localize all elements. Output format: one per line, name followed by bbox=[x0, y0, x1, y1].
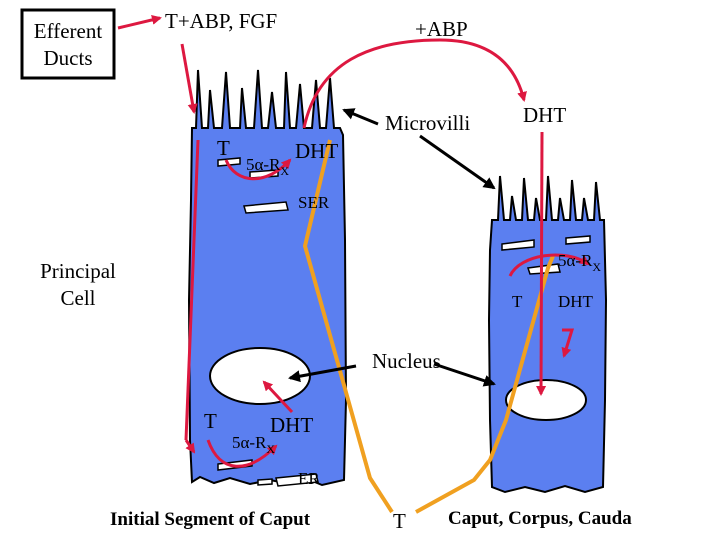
ser-sliver-top-left bbox=[217, 157, 241, 167]
arrow-nucleus-right bbox=[433, 362, 496, 387]
nucleus-right bbox=[505, 379, 587, 421]
arrow-dht-down-right bbox=[561, 328, 575, 358]
arrow-left-vertical bbox=[184, 139, 200, 441]
nucleus-left bbox=[209, 347, 311, 405]
label-dht-top: DHT bbox=[295, 139, 338, 163]
efferent-ducts-box: Efferent Ducts bbox=[20, 8, 116, 80]
principal-cell-caput-corpus-cauda bbox=[487, 175, 608, 494]
label-5a-rx-right: 5α-RX bbox=[558, 251, 601, 274]
label-dht-right: DHT bbox=[558, 292, 594, 311]
orange-arrow-right bbox=[415, 255, 555, 514]
label-principal-line1: Principal bbox=[40, 259, 116, 283]
ser-sliver-left bbox=[243, 201, 289, 214]
label-5a-rx-top-main: 5α-R bbox=[246, 155, 281, 174]
label-5a-rx-right-sub: X bbox=[592, 260, 601, 274]
label-principal-line2: Cell bbox=[61, 286, 96, 310]
label-nucleus: Nucleus bbox=[372, 349, 441, 373]
arrow-microvilli-right bbox=[419, 134, 496, 190]
arrow-tabp-in bbox=[180, 43, 198, 114]
label-initial-segment: Initial Segment of Caput bbox=[110, 509, 311, 530]
efferent-label-line2: Ducts bbox=[44, 46, 93, 70]
arrow-microvilli-left bbox=[342, 108, 379, 126]
arrow-efferent-to-label bbox=[117, 14, 162, 30]
label-ser: SER bbox=[298, 193, 330, 212]
black-pointers bbox=[288, 108, 496, 387]
arrow-conversion-right bbox=[508, 253, 590, 277]
arrow-right-vertical bbox=[536, 131, 547, 396]
label-t-caption: T bbox=[393, 509, 406, 533]
orange-pathways bbox=[302, 139, 555, 514]
label-dht-bottom: DHT bbox=[270, 413, 313, 437]
label-dht-top-right: DHT bbox=[523, 103, 566, 127]
er-sliver-2 bbox=[275, 473, 319, 487]
ser-sliver-right-1 bbox=[501, 239, 535, 251]
efferent-box-frame bbox=[20, 8, 116, 80]
label-5a-rx-top: 5α-RX bbox=[246, 155, 289, 178]
label-5a-rx-top-sub: X bbox=[280, 164, 289, 178]
ser-sliver-right-2 bbox=[565, 235, 591, 245]
efferent-label-line1: Efferent bbox=[34, 19, 103, 43]
arrow-nucleus-left bbox=[288, 364, 357, 383]
arrow-left-vertical-tail bbox=[184, 439, 196, 454]
label-t-top: T bbox=[217, 136, 230, 160]
er-sliver-3 bbox=[257, 478, 273, 486]
label-5a-rx-bottom: 5α-RX bbox=[232, 433, 275, 456]
label-5a-rx-bottom-sub: X bbox=[266, 442, 275, 456]
label-er: ER bbox=[298, 469, 320, 488]
label-microvilli: Microvilli bbox=[385, 111, 470, 135]
red-pathways bbox=[117, 14, 590, 468]
label-abp: +ABP bbox=[415, 17, 468, 41]
arrow-conversion-bottom bbox=[206, 439, 278, 468]
text-labels: T+ABP, FGF +ABP Microvilli DHT T 5α-RX D… bbox=[40, 9, 632, 533]
label-t-abp-fgf: T+ABP, FGF bbox=[165, 9, 277, 33]
orange-arrow-left bbox=[302, 139, 394, 514]
label-5a-rx-right-main: 5α-R bbox=[558, 251, 593, 270]
label-t-bottom: T bbox=[204, 409, 217, 433]
arrow-dht-to-nucleus bbox=[262, 380, 294, 414]
label-caput-corpus-cauda: Caput, Corpus, Cauda bbox=[448, 508, 632, 529]
arrow-conversion-top bbox=[224, 158, 292, 181]
label-t-right: T bbox=[512, 292, 523, 311]
label-5a-rx-bottom-main: 5α-R bbox=[232, 433, 267, 452]
arrow-abp-loop bbox=[302, 38, 527, 129]
